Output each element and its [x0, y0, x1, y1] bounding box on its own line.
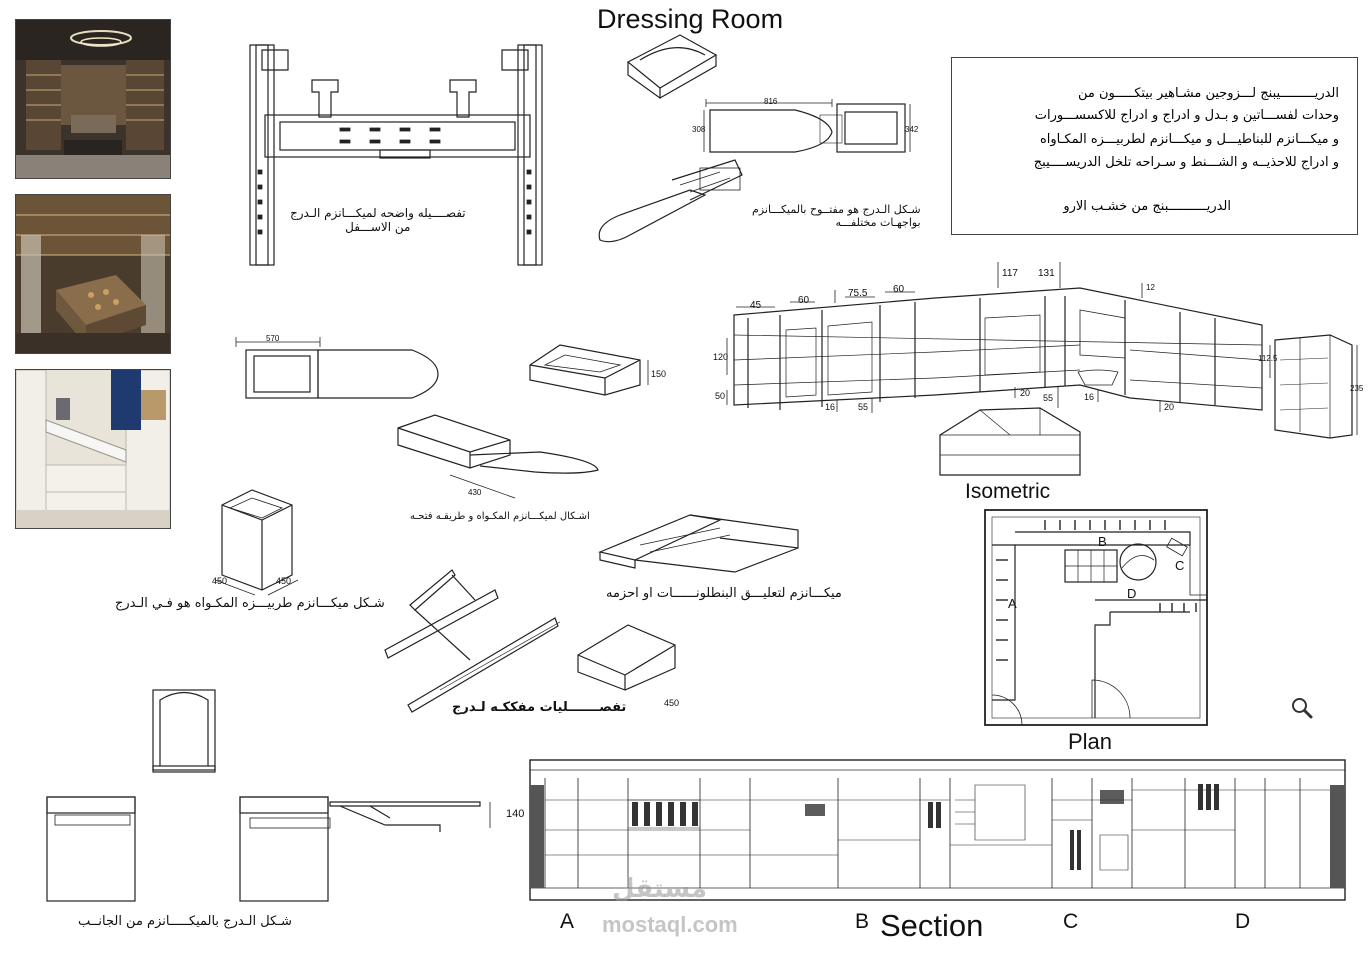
photo-walk-in-closet	[15, 19, 171, 179]
section-mark-d: D	[1235, 910, 1251, 933]
dim-50: 50	[715, 391, 726, 401]
dim-450-right: 450	[276, 576, 292, 586]
notes-box: الدريـــــــــيبنج لـــزوجين مشـاهير بيت…	[951, 57, 1358, 235]
dim-16-a: 16	[825, 402, 836, 412]
drawer-pulled-ironing-board	[397, 414, 599, 499]
dim-342: 342	[905, 125, 919, 134]
caption-mechanism-bottom: تفصــــيله واضحه لميكـــانزم الـدرج من ا…	[290, 206, 466, 234]
plan-mark-d: D	[1127, 586, 1137, 601]
ironing-drawer-top-view	[235, 337, 439, 399]
dim-75-5: 75.5	[848, 288, 868, 299]
note-line-2: وحدات لفســـاتين و بـدل و ادراج و ادراج …	[1034, 108, 1339, 123]
label-plan: Plan	[1068, 729, 1113, 754]
dim-450-left: 450	[212, 576, 228, 586]
drawer-front-panel	[152, 689, 216, 773]
dim-45: 45	[750, 300, 762, 311]
dim-12: 12	[1146, 283, 1155, 292]
isometric-wardrobe	[733, 287, 1353, 476]
dim-112-5: 112.5	[1258, 354, 1278, 363]
dim-150: 150	[651, 369, 667, 379]
watermark-arabic: مستقل	[612, 874, 708, 904]
ironing-board-open-perspective	[598, 159, 743, 243]
plan-mark-a: A	[1008, 596, 1017, 611]
dim-117: 117	[1002, 268, 1018, 279]
dim-570: 570	[266, 334, 280, 343]
caption-drawer-parts: تفصـــــــليات مفككـه لـدرج	[452, 700, 627, 715]
note-line-4: و ادراج للاحذيــه و الشـــنط و سـراحه تل…	[1033, 155, 1339, 170]
drawer-box-150	[529, 344, 649, 396]
folded-ironing-board	[626, 34, 718, 100]
photo-island-closet	[15, 194, 171, 354]
label-isometric: Isometric	[965, 480, 1051, 503]
dim-16-b: 16	[1084, 392, 1095, 402]
caption-ironing-how: اشـكال لميكـــانزم المكـواه و طريقـه فتح…	[410, 511, 590, 522]
drawer-mechanism-bottom-view	[249, 44, 543, 266]
drawer-side-views	[46, 796, 491, 902]
cabinet-ironing-mechanism	[214, 489, 299, 596]
dim-235: 235	[1350, 384, 1364, 393]
caption-ironing-in-drawer: شـكل ميكـــانزم طربيـــزه المكـواه هو فـ…	[115, 596, 385, 611]
dim-140: 140	[506, 808, 525, 820]
caption-drawer-open: شـكل الـدرج هو مفتــوح بالميكـــانزم بوا…	[752, 203, 921, 229]
magnifier-icon[interactable]	[1290, 696, 1314, 720]
photo-ironing-drawer	[15, 369, 171, 529]
dim-308: 308	[692, 125, 706, 134]
dim-20-b: 20	[1164, 402, 1175, 412]
drawer-parts-exploded	[384, 569, 676, 713]
caption-side-view: شـكل الـدرج بالميكـــــانزم من الجانــب	[78, 914, 292, 929]
section-mark-c: C	[1063, 910, 1079, 933]
plan-mark-b: B	[1098, 534, 1107, 549]
dim-60-a: 60	[798, 295, 810, 306]
dim-60-b: 60	[893, 284, 905, 295]
note-line-3: و ميكـــانزم للبناطيـــل و ميكـــانزم لط…	[1039, 132, 1339, 147]
dim-120: 120	[713, 352, 729, 362]
dim-430: 430	[468, 488, 482, 497]
caption-trousers: ميكـــانزم لتعليـــق البنطلونــــــات او…	[606, 586, 842, 601]
dim-55-a: 55	[858, 402, 869, 412]
floor-plan	[984, 509, 1208, 726]
dim-450-drawer: 450	[664, 698, 680, 708]
label-section: Section	[880, 908, 984, 943]
note-line-1: الدريـــــــــيبنج لـــزوجين مشـاهير بيت…	[1077, 86, 1339, 101]
dim-55-b: 55	[1043, 393, 1054, 403]
dim-131: 131	[1038, 268, 1055, 279]
watermark-latin: mostaql.com	[602, 912, 738, 937]
plan-mark-c: C	[1175, 558, 1185, 573]
note-line-5: الدريــــــــــبنج من خشـب الارو	[1063, 199, 1231, 214]
section-mark-b: B	[855, 910, 870, 933]
section-mark-a: A	[560, 910, 575, 933]
page-title: Dressing Room	[597, 4, 784, 34]
ironing-board-top-view	[703, 99, 911, 153]
dim-816: 816	[764, 97, 778, 106]
dim-20-a: 20	[1020, 388, 1031, 398]
trousers-hanger-mechanism	[598, 514, 799, 573]
